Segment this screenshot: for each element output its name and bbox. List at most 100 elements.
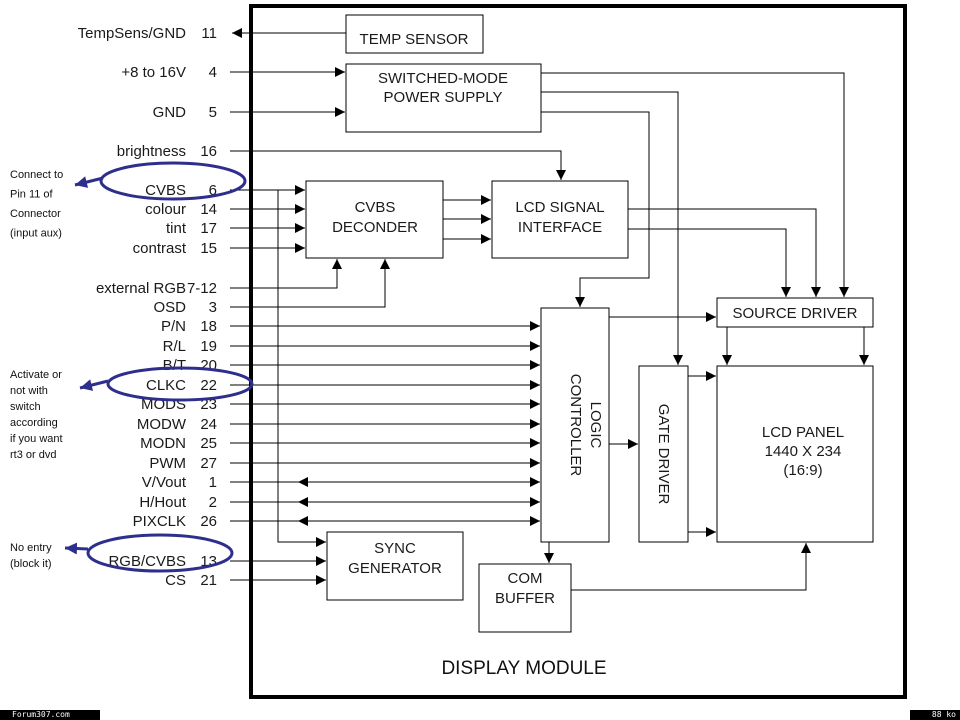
lcd-signal-interface-label-1: LCD SIGNAL — [515, 199, 604, 216]
pin-name: MODW — [137, 416, 187, 433]
com-buffer-label-2: BUFFER — [495, 590, 555, 607]
temp-sensor-block: TEMP SENSOR — [345, 14, 484, 54]
pin-name: B/T — [163, 357, 186, 374]
gate-driver-block: GATE DRIVER — [638, 365, 689, 543]
highlight-ellipse — [106, 366, 254, 402]
logic-controller-block: LOGIC CONTROLLER — [540, 307, 610, 543]
highlight-ellipse — [86, 533, 234, 573]
pin-number: 26 — [200, 513, 217, 530]
footer-site-label: Forum307.com — [0, 710, 100, 720]
annotation-text: Connector — [10, 208, 61, 220]
module-title: DISPLAY MODULE — [441, 658, 606, 679]
wire-external-rgb — [253, 259, 342, 289]
pin-number: 20 — [200, 357, 217, 374]
pin-number: 15 — [200, 240, 217, 257]
pin-label: MODW 24 — [137, 416, 217, 433]
annotation-text: Connect to — [10, 169, 63, 181]
sync-generator-block: SYNC GENERATOR — [326, 531, 464, 601]
cvbs-decoder-label-1: CVBS — [355, 199, 396, 216]
lcd-panel-block: LCD PANEL 1440 X 234 (16:9) — [716, 365, 874, 543]
pin-number: 2 — [209, 494, 217, 511]
logic-controller-bus — [253, 321, 540, 526]
pin-name: H/Hout — [139, 494, 187, 511]
pin-name: OSD — [153, 299, 186, 316]
annotation-text: (block it) — [10, 558, 52, 570]
pin-number: 6 — [209, 182, 217, 199]
power-supply-block: SWITCHED-MODE POWER SUPPLY — [345, 63, 542, 133]
pin-label: B/T 20 — [163, 357, 217, 374]
pin-number: 3 — [209, 299, 217, 316]
pin-name: V/Vout — [142, 474, 187, 491]
pin-number: 7-12 — [187, 280, 217, 297]
wire-com-to-panel — [571, 543, 811, 591]
pin-name: CVBS — [145, 182, 186, 199]
com-buffer-block: COM BUFFER — [478, 563, 572, 633]
pin-label: MODN 25 — [140, 435, 217, 452]
source-driver-label: SOURCE DRIVER — [732, 305, 857, 322]
footer-size-label: 88 ko — [910, 710, 960, 720]
pin-name: RGB/CVBS — [108, 553, 186, 570]
connections — [232, 28, 869, 591]
pin-name: MODN — [140, 435, 186, 452]
pin-name: PWM — [149, 455, 186, 472]
pin-number: 17 — [200, 220, 217, 237]
pin-number: 16 — [200, 143, 217, 160]
annotation-text: (input aux) — [10, 228, 62, 240]
power-supply-label-2: POWER SUPPLY — [384, 89, 503, 106]
arrow-left-icon — [64, 542, 89, 555]
arrow-left-icon — [74, 176, 104, 188]
pin-label: PIXCLK 26 — [133, 513, 217, 530]
pin-label: CVBS 6 — [145, 182, 217, 199]
sync-generator-label-1: SYNC — [374, 540, 416, 557]
wire-osd — [253, 259, 390, 308]
pin-name: PIXCLK — [133, 513, 186, 530]
wire-lsi-to-source-1 — [628, 208, 821, 297]
pin-label: +8 to 16V 4 — [121, 64, 217, 81]
pin-label: GND 5 — [153, 104, 217, 121]
pin-name: GND — [153, 104, 187, 121]
pin-name: TempSens/GND — [78, 25, 187, 42]
pin-number: 5 — [209, 104, 217, 121]
pin-name: contrast — [133, 240, 187, 257]
pin-label: CLKC 22 — [146, 377, 217, 394]
wire-psu-to-gate — [541, 91, 683, 365]
pin-name: CLKC — [146, 377, 186, 394]
pin-label: OSD 3 — [153, 299, 217, 316]
lcd-panel-label-1: LCD PANEL — [762, 424, 844, 441]
pin-number: 4 — [209, 64, 217, 81]
pin-number: 24 — [200, 416, 217, 433]
logic-controller-label-1: LOGIC — [587, 402, 604, 449]
source-driver-block: SOURCE DRIVER — [716, 297, 874, 328]
logic-controller-label-2: CONTROLLER — [567, 374, 584, 477]
annotation-text: not with — [10, 385, 48, 397]
pin-name: external RGB — [96, 280, 186, 297]
pin-label: TempSens/GND 11 — [78, 25, 217, 42]
pin-number: 11 — [201, 25, 217, 42]
pin-name: tint — [166, 220, 187, 237]
annotation-text: rt3 or dvd — [10, 449, 56, 461]
pin-number: 22 — [200, 377, 217, 394]
pin-label: tint 17 — [166, 220, 217, 237]
pin-number: 21 — [200, 572, 217, 589]
arrow-left-icon — [79, 379, 109, 391]
wire-psu-to-source — [541, 72, 849, 297]
wire-lsi-to-source-2 — [628, 228, 791, 297]
pin-name: +8 to 16V — [121, 64, 186, 81]
annotation-text: Activate or — [10, 369, 62, 381]
pin-name: R/L — [163, 338, 186, 355]
wire-psu-to-logic — [541, 111, 650, 307]
power-supply-label-1: SWITCHED-MODE — [378, 70, 508, 87]
lcd-signal-interface-label-2: INTERFACE — [518, 219, 602, 236]
temp-sensor-label: TEMP SENSOR — [360, 31, 469, 48]
pin-number: 25 — [200, 435, 217, 452]
